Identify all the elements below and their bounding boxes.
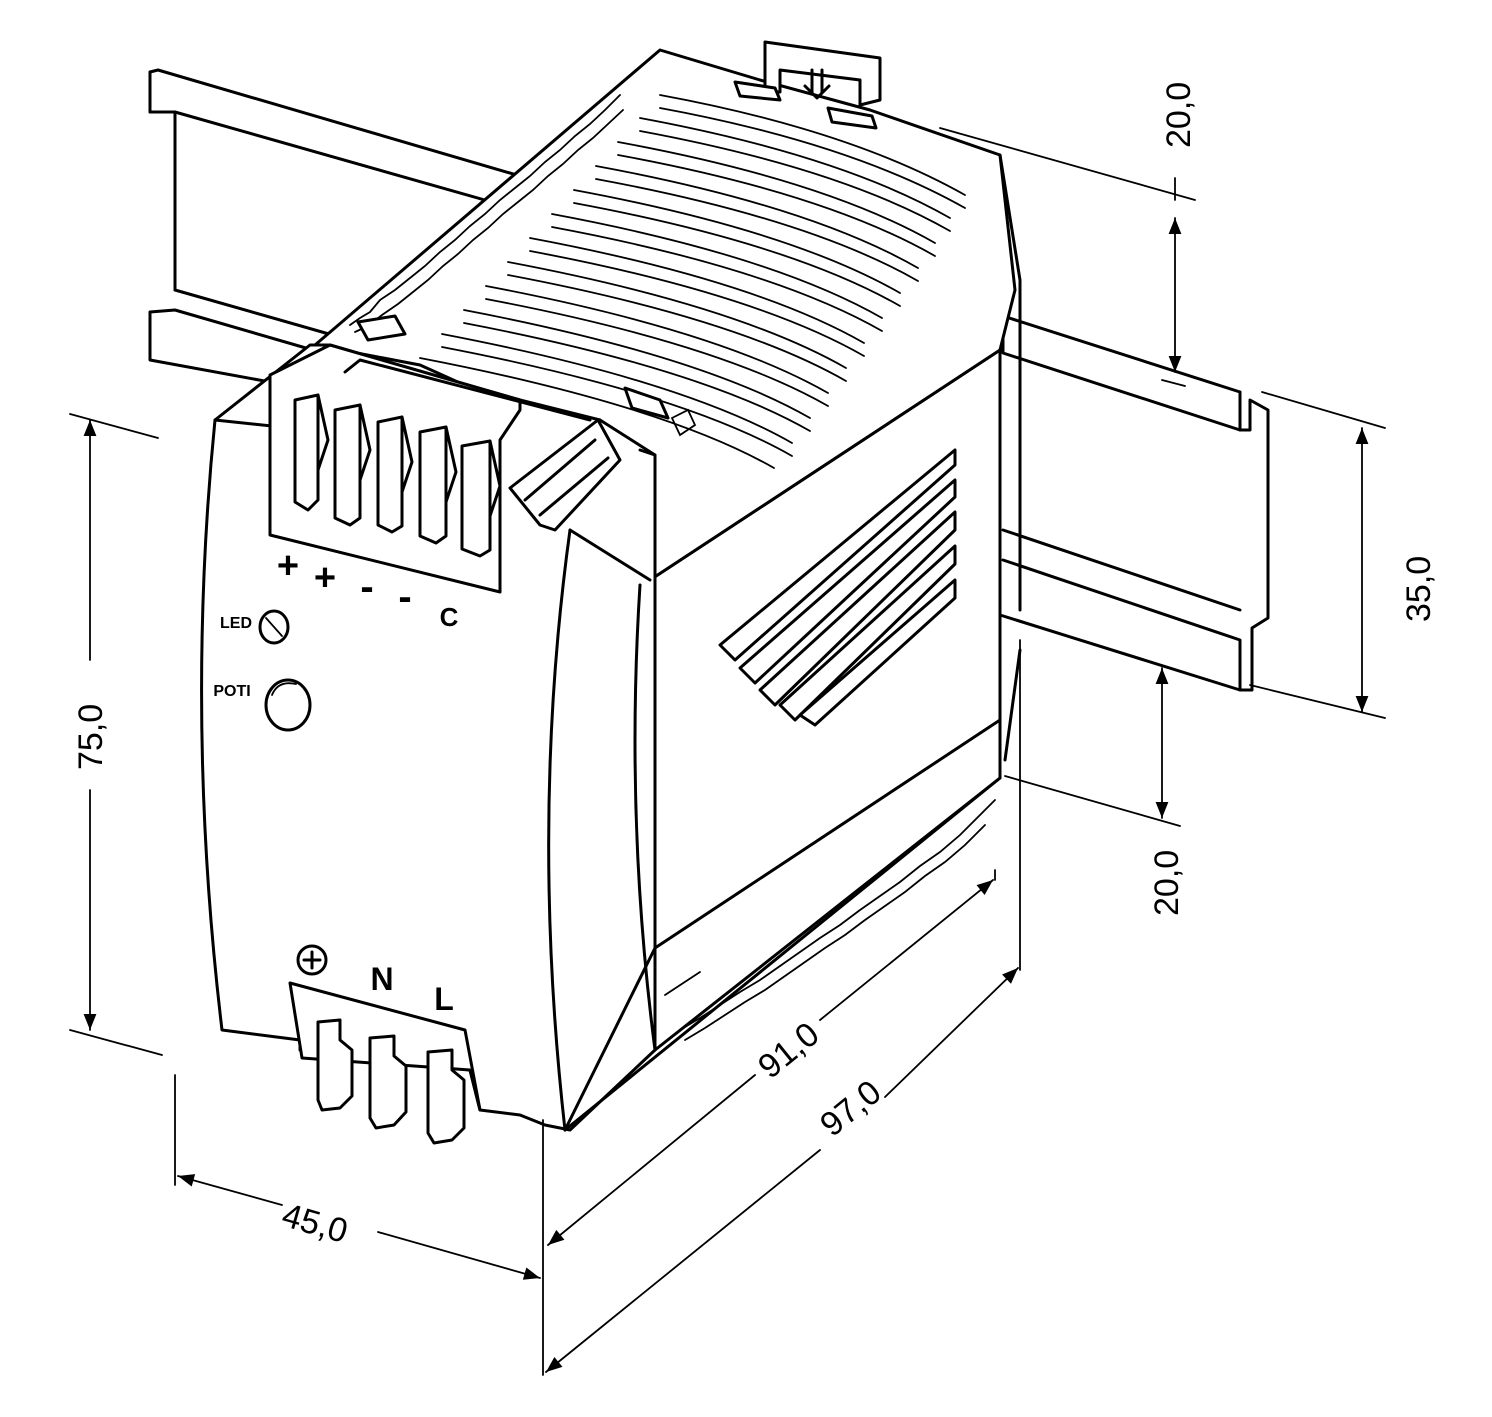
- label-l: L: [434, 981, 454, 1017]
- poti-knob: [264, 678, 312, 732]
- output-terminal-screws: [293, 393, 502, 558]
- label-minus-2: -: [398, 575, 411, 619]
- bottom-ridge: [664, 799, 996, 1041]
- output-terminal-block: [268, 343, 622, 594]
- dim-top-clearance: 20,0: [1160, 82, 1198, 148]
- dim-height: 75,0: [72, 704, 110, 770]
- top-clip: [733, 40, 882, 130]
- earth-symbol-icon: [296, 944, 328, 976]
- dim-depth-body: 91,0: [751, 1015, 826, 1086]
- front-panel-labels: + + - - C LED POTI N L: [213, 545, 458, 1017]
- din-rail-front: [993, 314, 1270, 692]
- side-vent-slots: [718, 448, 957, 727]
- input-terminal-block: [288, 981, 482, 1145]
- label-c: C: [440, 602, 459, 632]
- led-indicator: [258, 609, 290, 645]
- label-plus-2: +: [314, 557, 336, 599]
- label-poti: POTI: [213, 683, 250, 700]
- dim-depth-total: 97,0: [813, 1073, 888, 1144]
- label-plus-1: +: [277, 545, 299, 587]
- dim-width: 45,0: [278, 1196, 352, 1251]
- top-cooling-fins: [349, 94, 966, 469]
- dim-bottom-clearance: 20,0: [1148, 850, 1186, 916]
- dim-rail-height: 35,0: [1400, 556, 1438, 622]
- label-led: LED: [220, 615, 252, 632]
- dimension-lines: [69, 127, 1386, 1376]
- label-minus-1: -: [360, 565, 373, 609]
- label-n: N: [370, 961, 393, 997]
